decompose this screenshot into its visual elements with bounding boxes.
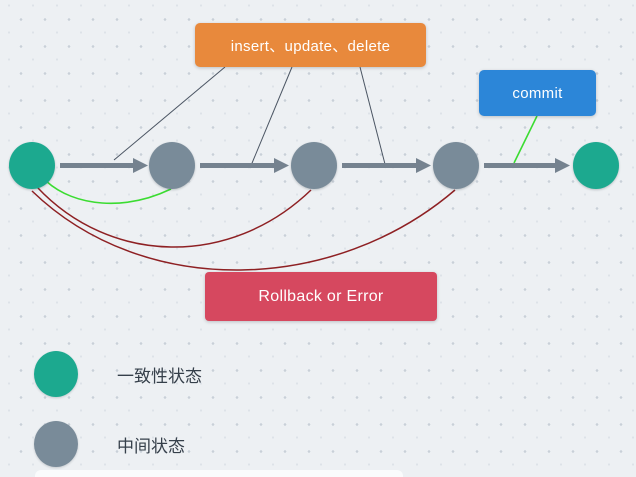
legend-item-intermediate: 中间状态 [34,421,185,467]
legend-label-consistent: 一致性状态 [117,366,202,386]
commit-label-box: commit [479,70,596,116]
rollback-label: Rollback or Error [258,287,384,305]
state-node-intermediate-2 [291,142,337,189]
transition-arrow-1-head [133,158,148,173]
state-node-consistent-start [9,142,55,189]
transition-arrow-4-head [555,158,570,173]
transition-arrows [60,158,570,173]
begin-transaction-curve [45,180,172,205]
commit-pointer-line [513,115,538,164]
bottom-panel-edge [35,470,403,477]
commit-label: commit [512,84,563,102]
rollback-curve-2 [31,189,456,271]
transition-arrow-2-head [274,158,289,173]
rollback-curve-1 [36,186,312,248]
state-node-consistent-end [573,142,619,189]
state-node-intermediate-3 [433,142,479,189]
legend-dot-consistent [34,351,78,397]
operations-pointer-line-2 [249,66,293,169]
transition-arrow-3-head [416,158,431,173]
operations-label-box: insert、update、delete [195,23,426,67]
operations-label: insert、update、delete [230,37,391,55]
operations-pointer-line-3 [359,66,387,169]
operations-pointer-line-1 [113,66,226,161]
legend-item-consistent: 一致性状态 [34,351,202,397]
legend-label-intermediate: 中间状态 [117,436,185,456]
state-node-intermediate-1 [149,142,195,189]
rollback-label-box: Rollback or Error [205,272,437,321]
legend-dot-intermediate [34,421,78,467]
